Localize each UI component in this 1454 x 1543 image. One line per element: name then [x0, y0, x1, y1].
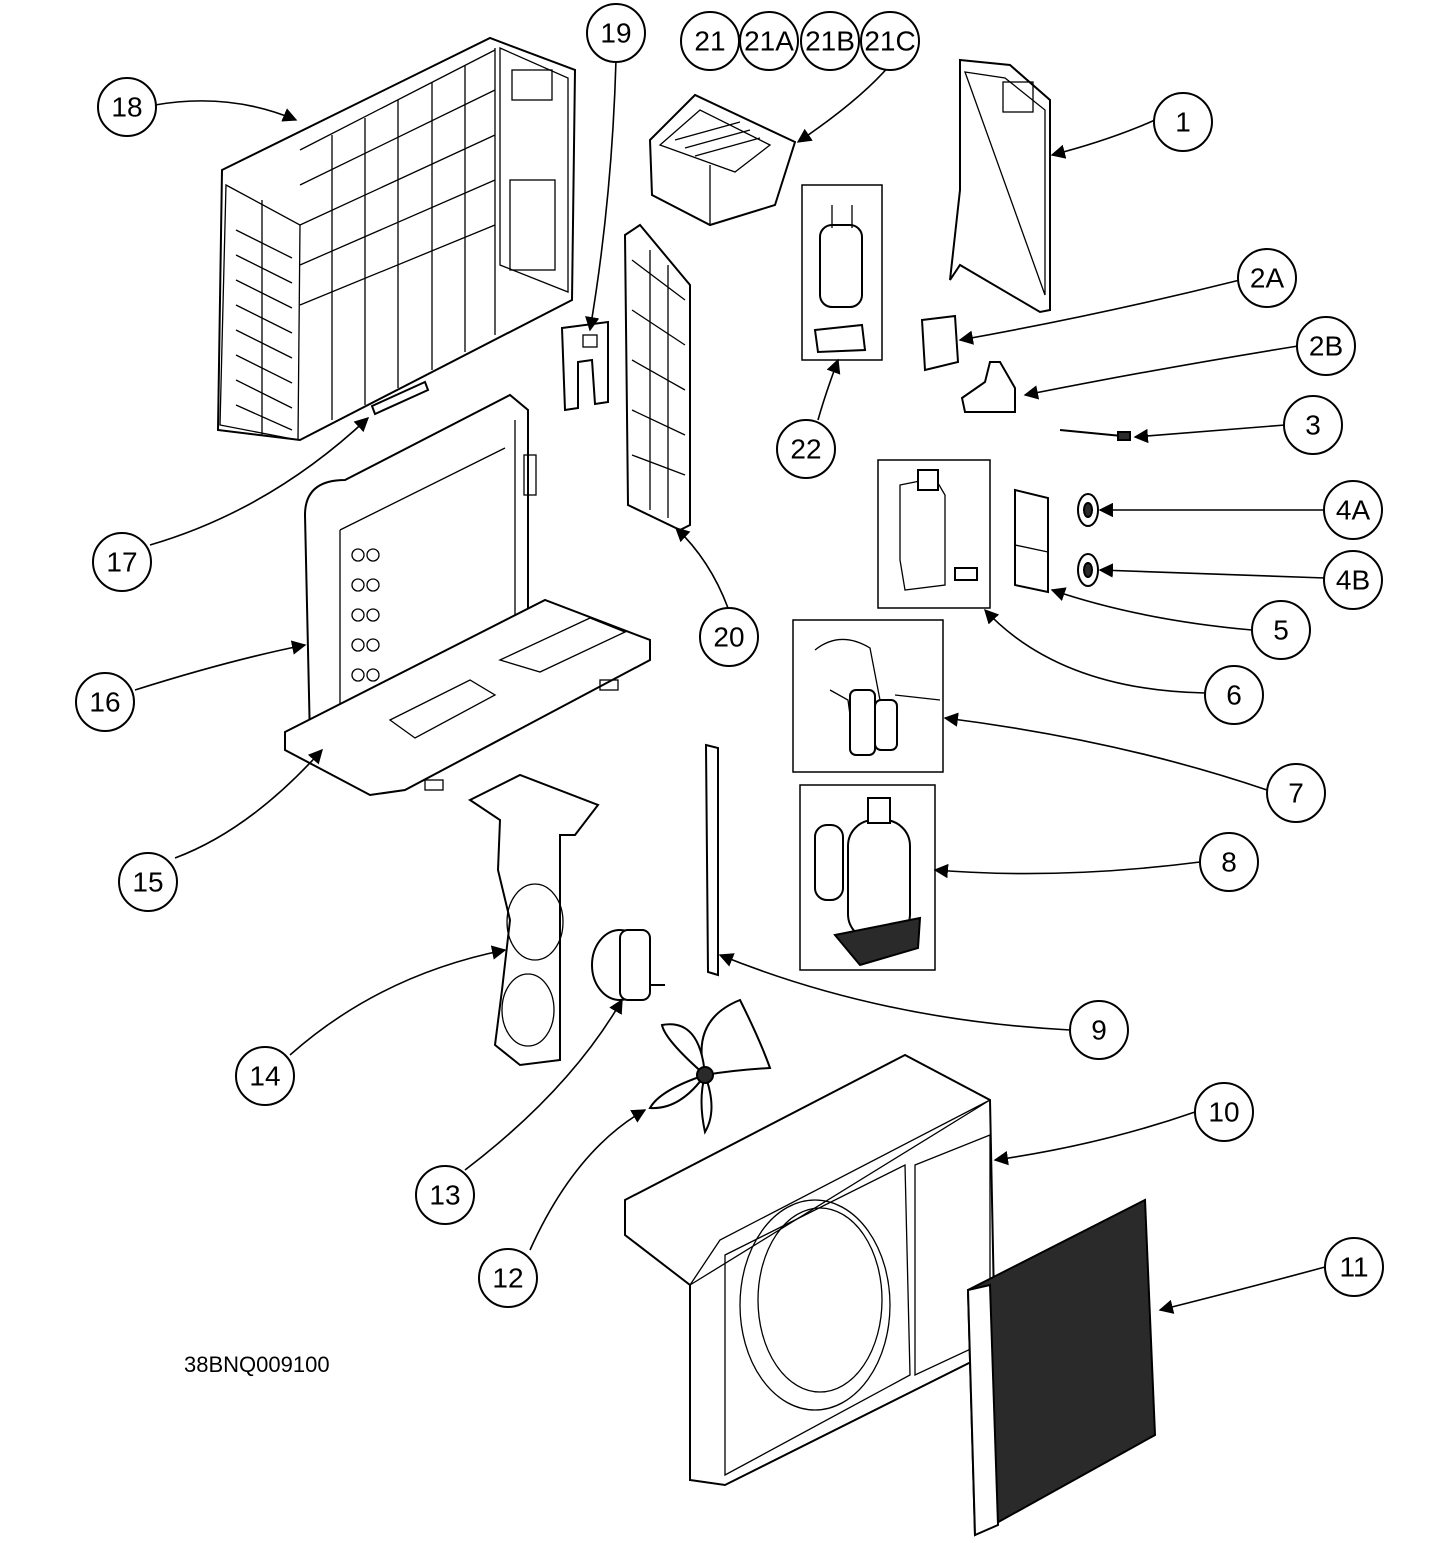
callout-16: 16 — [75, 672, 135, 732]
callout-5: 5 — [1251, 600, 1311, 660]
svg-text:4A: 4A — [1336, 495, 1371, 526]
callout-15: 15 — [118, 852, 178, 912]
part-5-valve-plate — [1014, 488, 1049, 594]
svg-text:17: 17 — [106, 547, 137, 578]
callout-2b: 2B — [1296, 316, 1356, 376]
svg-text:9: 9 — [1091, 1015, 1107, 1046]
part-4b-service-valve — [1077, 553, 1099, 587]
part-22-accumulator-box — [801, 184, 883, 361]
part-8-compressor — [799, 784, 936, 971]
part-19-control-plate — [560, 320, 609, 412]
callout-12: 12 — [478, 1248, 538, 1308]
callout-13: 13 — [415, 1165, 475, 1225]
svg-text:12: 12 — [492, 1263, 523, 1294]
svg-text:15: 15 — [132, 867, 163, 898]
model-code-label: 38BNQ009100 — [184, 1352, 330, 1377]
svg-text:6: 6 — [1226, 680, 1242, 711]
part-1-side-panel — [949, 58, 1051, 314]
svg-text:19: 19 — [600, 18, 631, 49]
svg-text:8: 8 — [1221, 847, 1237, 878]
callout-1: 1 — [1153, 92, 1213, 152]
callout-17: 17 — [92, 532, 152, 592]
svg-text:21B: 21B — [805, 26, 855, 57]
part-15-base-pan — [284, 598, 651, 797]
svg-text:4B: 4B — [1336, 565, 1370, 596]
svg-text:21A: 21A — [744, 26, 794, 57]
part-18-rear-grille-panel — [216, 36, 577, 442]
part-11-front-grille — [966, 1198, 1157, 1537]
part-21-control-box — [648, 93, 797, 227]
svg-text:3: 3 — [1305, 410, 1321, 441]
svg-text:2A: 2A — [1250, 263, 1285, 294]
callout-22: 22 — [776, 419, 836, 479]
part-12-propeller-fan — [648, 998, 772, 1135]
part-3-sensor — [1059, 429, 1131, 441]
svg-text:5: 5 — [1273, 615, 1289, 646]
part-10-front-panel — [624, 1053, 997, 1487]
svg-text:22: 22 — [790, 434, 821, 465]
callout-21a: 21A — [739, 11, 799, 71]
part-14-motor-bracket — [468, 773, 600, 1067]
part-6-valve-assembly — [877, 459, 991, 609]
svg-text:21: 21 — [694, 26, 725, 57]
callout-6: 6 — [1204, 665, 1264, 725]
svg-text:11: 11 — [1339, 1252, 1368, 1283]
svg-text:14: 14 — [249, 1061, 280, 1092]
callout-21c: 21C — [860, 11, 920, 71]
svg-text:7: 7 — [1288, 778, 1304, 809]
svg-text:20: 20 — [713, 622, 744, 653]
callout-8: 8 — [1199, 832, 1259, 892]
svg-text:10: 10 — [1208, 1097, 1239, 1128]
part-13-fan-motor — [591, 929, 665, 1001]
part-9-support-bracket — [704, 743, 719, 977]
callout-14: 14 — [235, 1046, 295, 1106]
leader-lines — [134, 59, 1326, 1314]
callout-11: 11 — [1324, 1237, 1384, 1297]
callout-4b: 4B — [1323, 550, 1383, 610]
part-7-reversing-valve — [792, 619, 944, 773]
svg-text:2B: 2B — [1309, 331, 1343, 362]
part-20-partition-panel — [623, 223, 691, 532]
callout-18: 18 — [97, 77, 157, 137]
svg-text:13: 13 — [429, 1180, 460, 1211]
callout-19: 19 — [586, 3, 646, 63]
callout-21b: 21B — [800, 11, 860, 71]
svg-text:16: 16 — [89, 687, 120, 718]
part-2b-bracket — [960, 361, 1016, 413]
callout-10: 10 — [1194, 1082, 1254, 1142]
callout-9: 9 — [1069, 1000, 1129, 1060]
svg-text:1: 1 — [1175, 107, 1191, 138]
callout-20: 20 — [699, 607, 759, 667]
callout-3: 3 — [1283, 395, 1343, 455]
callout-7: 7 — [1266, 763, 1326, 823]
part-2a-plate — [920, 314, 960, 372]
svg-text:18: 18 — [111, 92, 142, 123]
part-4a-service-valve — [1077, 493, 1099, 527]
callout-2a: 2A — [1237, 248, 1297, 308]
svg-text:21C: 21C — [864, 26, 915, 57]
part-17-bracket — [370, 380, 430, 416]
callout-21: 21 — [680, 11, 740, 71]
callout-4a: 4A — [1323, 480, 1383, 540]
